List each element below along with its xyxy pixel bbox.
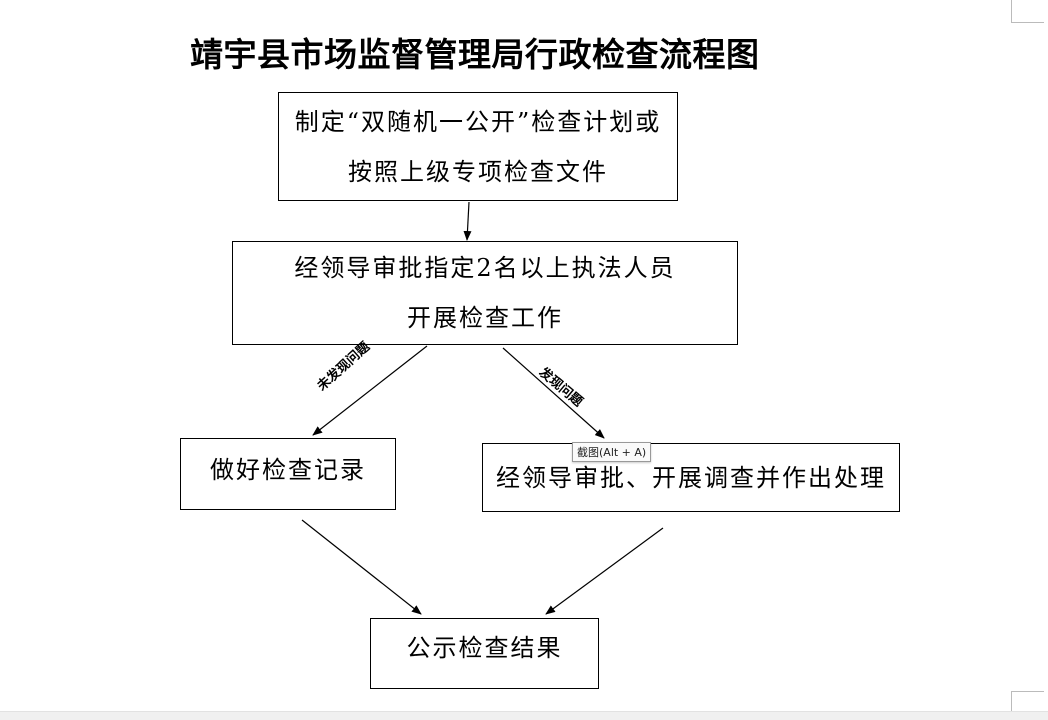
node-plan: 制定“双随机一公开”检查计划或 按照上级专项检查文件: [278, 92, 678, 201]
node-handle-line1: 经领导审批、开展调查并作出处理: [496, 463, 886, 492]
node-record-line1: 做好检查记录: [210, 456, 366, 484]
node-assign: 经领导审批指定2名以上执法人员 开展检查工作: [232, 241, 738, 345]
arrow-assign-to-handle: [502, 347, 605, 439]
node-assign-line1: 经领导审批指定2名以上执法人员: [294, 254, 676, 282]
screenshot-tooltip: 截图(Alt + A): [572, 442, 652, 462]
node-assign-line2: 开展检查工作: [407, 304, 563, 332]
node-publish-line1: 公示检查结果: [406, 634, 563, 662]
node-plan-line2: 按照上级专项检查文件: [348, 157, 608, 186]
node-publish: 公示检查结果: [370, 618, 599, 689]
arrow-plan-to-assign: [463, 201, 472, 241]
bottom-scroll-bar[interactable]: [0, 711, 1048, 720]
page-corner-mark: [1011, 691, 1044, 714]
node-record: 做好检查记录: [180, 438, 396, 510]
arrow-record-to-publish: [301, 519, 422, 615]
node-handle: 经领导审批、开展调查并作出处理: [482, 443, 900, 512]
page-corner-mark: [1011, 0, 1044, 23]
arrow-handle-to-publish: [545, 527, 664, 615]
node-plan-line1: 制定“双随机一公开”检查计划或: [294, 107, 662, 136]
page-title: 靖宇县市场监督管理局行政检查流程图: [190, 35, 760, 74]
arrow-assign-to-record: [312, 345, 428, 436]
